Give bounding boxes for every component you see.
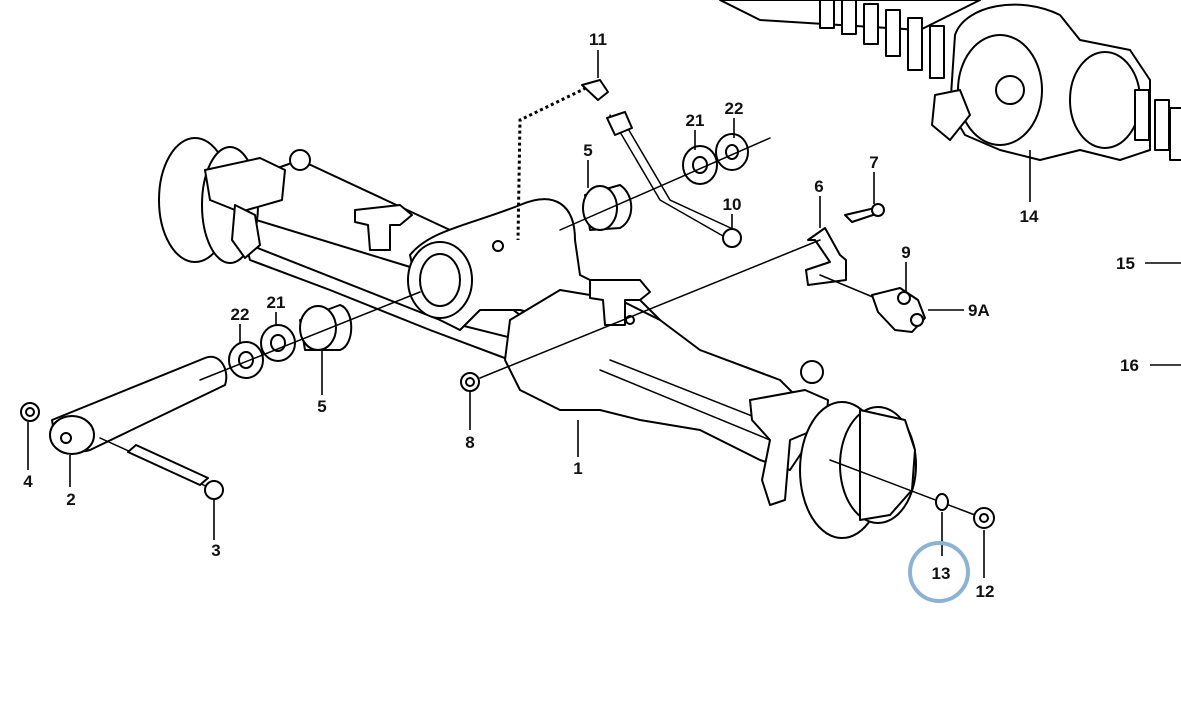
callout-16: 16 xyxy=(1120,356,1139,375)
callout-11: 11 xyxy=(589,30,607,49)
callout-21-right: 21 xyxy=(686,111,705,130)
callout-5-left: 5 xyxy=(317,397,326,416)
leader-lines xyxy=(27,50,1181,578)
callout-8: 8 xyxy=(465,433,474,452)
callout-10: 10 xyxy=(723,195,742,214)
callout-21-left: 21 xyxy=(267,293,286,312)
callout-15: 15 xyxy=(1116,254,1135,273)
callout-22-right: 22 xyxy=(725,99,744,118)
callout-5-right: 5 xyxy=(583,141,592,160)
callout-3: 3 xyxy=(211,541,220,560)
callout-12: 12 xyxy=(976,582,995,601)
callout-4: 4 xyxy=(23,472,33,491)
callout-9: 9 xyxy=(901,243,910,262)
rear-axle-assembly xyxy=(719,0,1181,202)
small-parts xyxy=(20,79,995,529)
callout-6: 6 xyxy=(814,177,823,196)
callout-labels: 11 21 22 5 6 7 10 9 9A 14 15 16 22 21 5 … xyxy=(23,30,1139,601)
callout-1: 1 xyxy=(573,459,582,478)
callout-14: 14 xyxy=(1020,207,1039,226)
callout-7: 7 xyxy=(869,153,878,172)
callout-2: 2 xyxy=(66,490,75,509)
axle-beam xyxy=(158,137,917,539)
callout-9a: 9A xyxy=(968,301,990,320)
callout-13: 13 xyxy=(932,564,951,583)
callout-22-left: 22 xyxy=(231,305,250,324)
highlight-ring xyxy=(908,541,970,603)
